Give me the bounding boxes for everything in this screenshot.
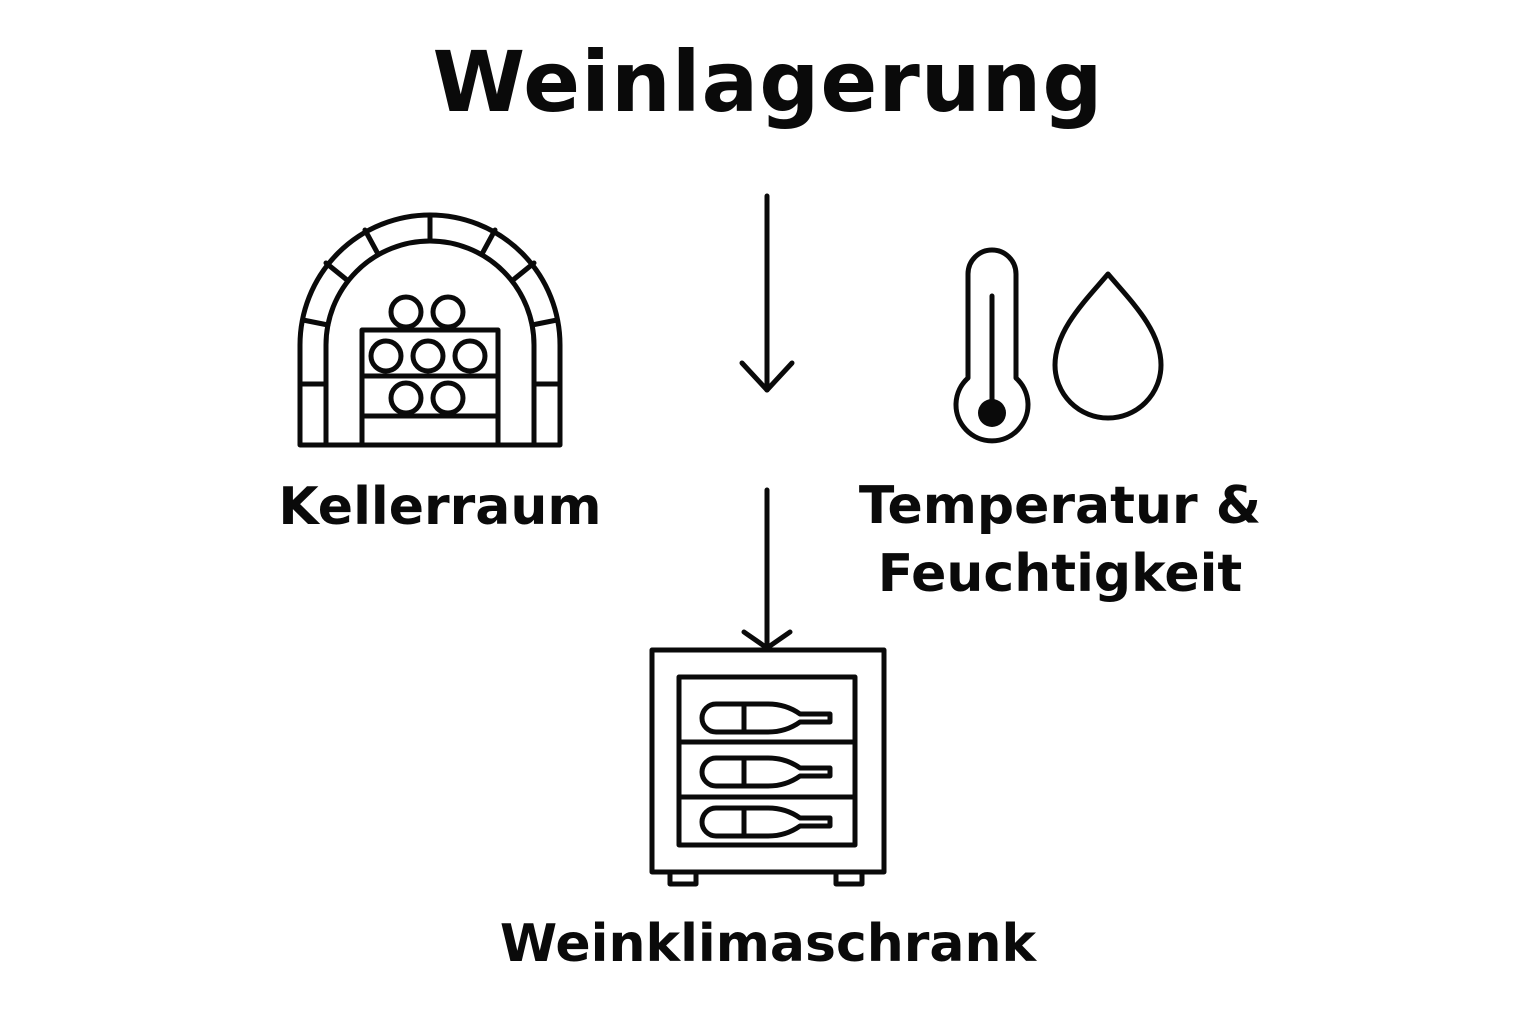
temperature-label-line1: Temperatur & <box>858 476 1262 536</box>
diagram-title: Weinlagerung <box>432 33 1104 131</box>
arrow-bottom <box>741 487 793 651</box>
thermometer-icon <box>953 247 1031 444</box>
kellerraum-label: Kellerraum <box>278 477 602 537</box>
water-drop-icon <box>1052 271 1164 421</box>
temperature-humidity-label: Temperatur & Feuchtigkeit <box>800 472 1320 608</box>
temperature-label-line2: Feuchtigkeit <box>877 544 1243 604</box>
arrow-top <box>739 193 795 393</box>
wine-cellar-icon <box>297 212 563 448</box>
weinklimaschrank-label: Weinklimaschrank <box>499 914 1037 974</box>
wine-fridge-icon <box>649 647 887 887</box>
